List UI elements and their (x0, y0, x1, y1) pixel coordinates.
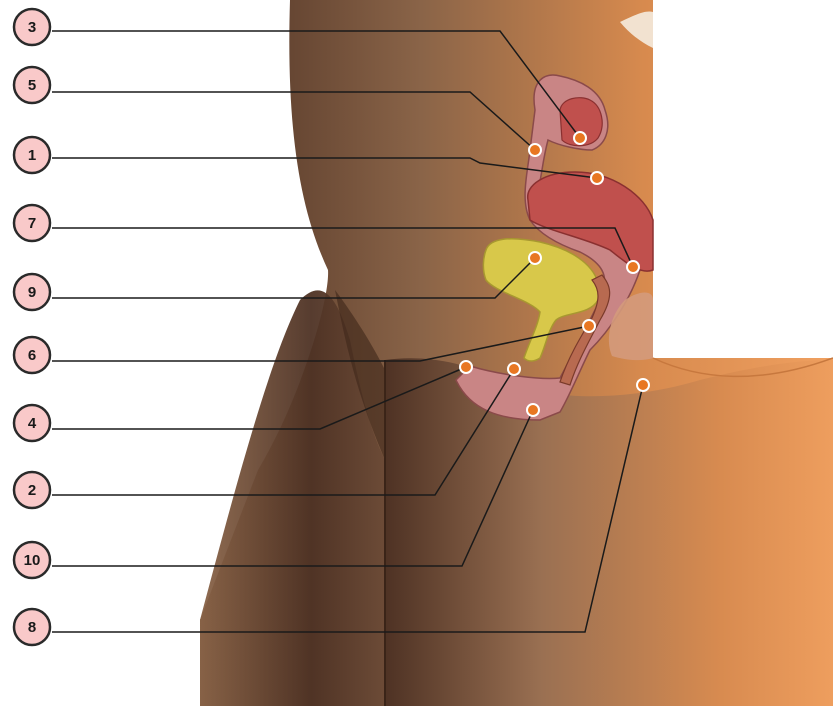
number-badge-7[interactable]: 7 (14, 205, 50, 241)
badge-label: 1 (28, 147, 36, 164)
badge-label: 2 (28, 482, 36, 499)
number-badge-2[interactable]: 2 (14, 472, 50, 508)
structure-marker-1[interactable] (591, 172, 603, 184)
body-silhouette (200, 0, 833, 706)
number-badge-4[interactable]: 4 (14, 405, 50, 441)
number-badge-1[interactable]: 1 (14, 137, 50, 173)
number-badge-10[interactable]: 10 (14, 542, 50, 578)
badge-label: 5 (28, 77, 36, 94)
structure-marker-9[interactable] (529, 252, 541, 264)
structure-marker-5[interactable] (529, 144, 541, 156)
badge-label: 9 (28, 284, 36, 301)
number-badge-8[interactable]: 8 (14, 609, 50, 645)
badge-label: 7 (28, 215, 36, 232)
badge-label: 10 (24, 552, 41, 569)
structure-marker-4[interactable] (460, 361, 472, 373)
number-badge-3[interactable]: 3 (14, 9, 50, 45)
number-badges: 3 5 1 7 9 6 4 2 10 8 (14, 9, 50, 645)
structure-marker-6[interactable] (583, 320, 595, 332)
number-badge-9[interactable]: 9 (14, 274, 50, 310)
badge-label: 4 (28, 415, 37, 432)
structure-marker-8[interactable] (637, 379, 649, 391)
structure-marker-2[interactable] (508, 363, 520, 375)
badge-label: 6 (28, 347, 36, 364)
structure-marker-10[interactable] (527, 404, 539, 416)
badge-label: 8 (28, 619, 36, 636)
structure-marker-7[interactable] (627, 261, 639, 273)
badge-label: 3 (28, 19, 36, 36)
structure-marker-3[interactable] (574, 132, 586, 144)
number-badge-5[interactable]: 5 (14, 67, 50, 103)
number-badge-6[interactable]: 6 (14, 337, 50, 373)
